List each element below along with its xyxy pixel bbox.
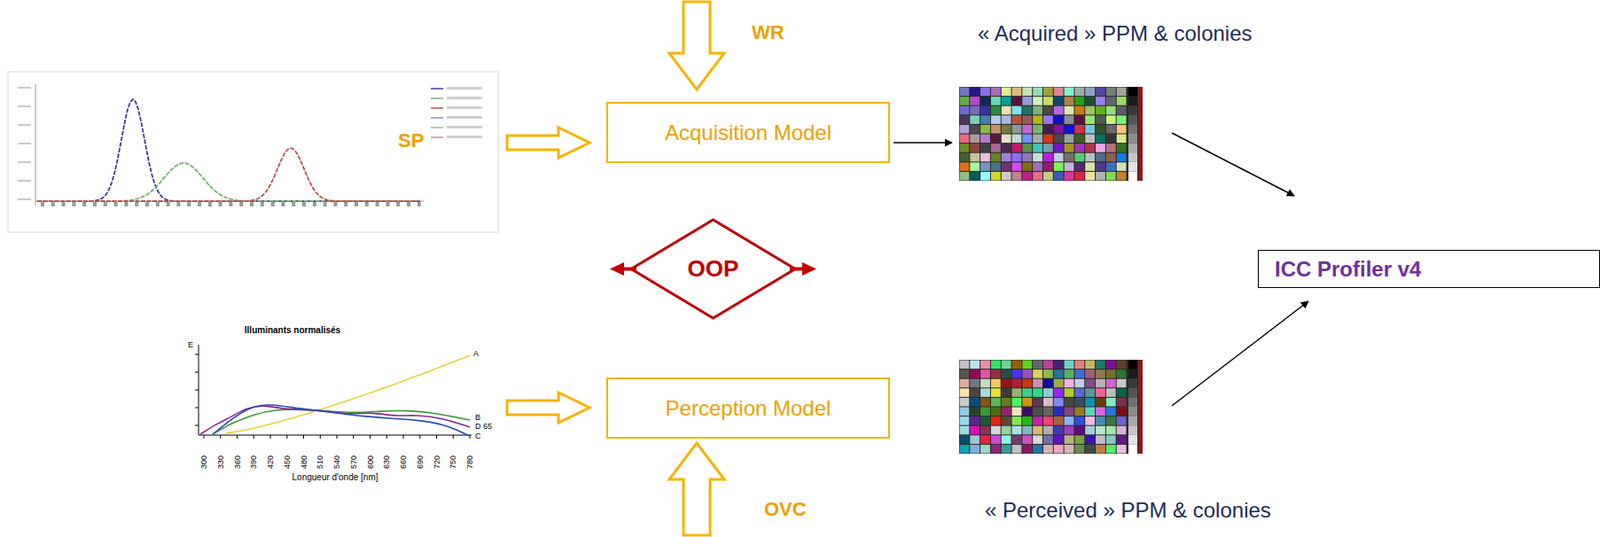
tick-label: 450 — [282, 455, 292, 469]
curve-label: C — [475, 431, 482, 441]
color-chart-image — [959, 86, 1143, 181]
tick-label: 420 — [265, 455, 275, 469]
flow-arrow — [893, 141, 953, 144]
tick-label: 660 — [398, 455, 408, 469]
process-box: Perception Model — [606, 377, 890, 439]
tick-label: 300 — [199, 455, 209, 469]
input-label: SP — [396, 129, 426, 152]
tick-label: 600 — [366, 455, 375, 469]
node-label: Acquisition Model — [664, 120, 832, 146]
tick-label: 510 — [315, 455, 325, 469]
spectral-chart — [7, 71, 499, 233]
tick-label: 540 — [332, 455, 342, 469]
tick-label: 570 — [349, 455, 359, 469]
tick-label: 720 — [432, 455, 442, 469]
input-arrow — [507, 127, 590, 158]
illuminant-chart — [195, 344, 472, 439]
tick-label: 750 — [448, 455, 458, 469]
decision-diamond: OOP — [609, 216, 817, 322]
flow-arrow — [1171, 301, 1309, 406]
input-label: WR — [751, 21, 785, 44]
flow-arrow — [1171, 132, 1295, 196]
tick-label: 480 — [299, 455, 309, 469]
tick-label: 780 — [465, 455, 475, 469]
input-arrow — [669, 1, 725, 90]
tick-label: 360 — [233, 455, 242, 469]
axis-label: E — [187, 340, 194, 350]
input-label: OVC — [764, 498, 807, 521]
tick-label: 330 — [216, 455, 226, 469]
input-arrow — [507, 392, 590, 423]
process-box: Acquisition Model — [606, 101, 890, 164]
node-label: ICC Profiler v4 — [1274, 257, 1421, 282]
input-arrow — [669, 443, 725, 536]
process-box: ICC Profiler v4 — [1257, 249, 1600, 289]
tick-label: 690 — [415, 455, 425, 469]
curve-label: A — [473, 349, 479, 359]
curve-label: B — [475, 413, 481, 422]
image-caption: « Perceived » PPM & colonies — [984, 498, 1272, 523]
node-label: Perception Model — [665, 396, 832, 422]
node-label: OOP — [687, 255, 740, 283]
image-caption: « Acquired » PPM & colonies — [977, 21, 1253, 47]
axis-label: Longueur d'onde [nm] — [292, 472, 379, 484]
tick-label: 630 — [382, 455, 391, 469]
curve-label: D 65 — [475, 421, 492, 431]
chart-title: Illuminants normalisés — [244, 325, 341, 336]
tick-label: 390 — [249, 455, 258, 469]
color-chart-image — [959, 359, 1143, 454]
